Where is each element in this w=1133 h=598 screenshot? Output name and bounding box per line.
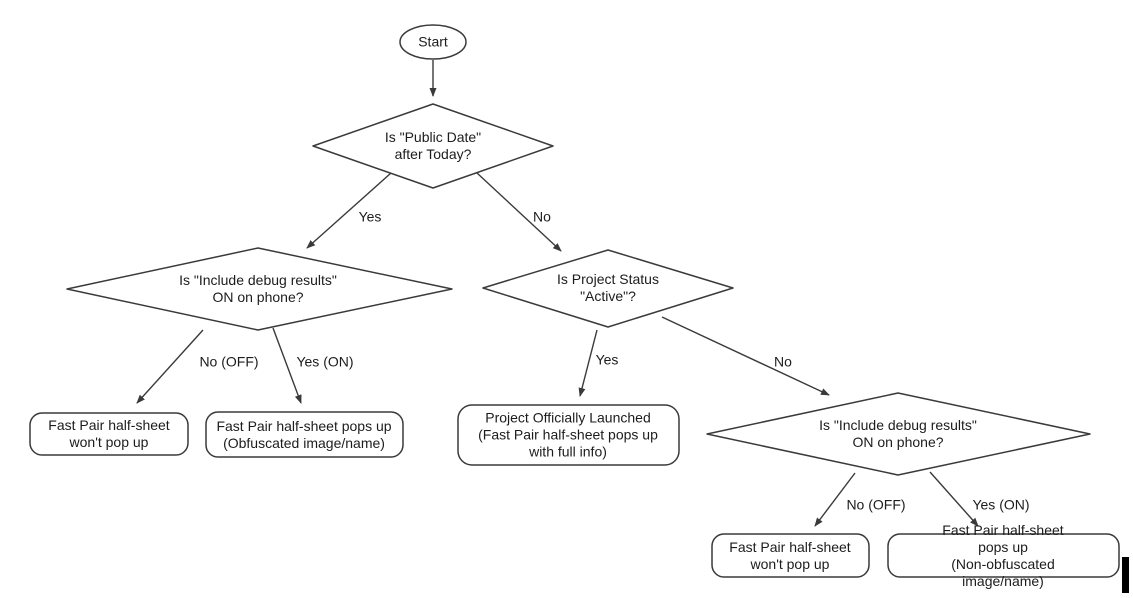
debug-right-decision: Is "Include debug results" ON on phone? xyxy=(819,416,977,450)
no-popup-right-result-shape xyxy=(711,533,870,578)
edge-debug-right-no xyxy=(814,472,856,527)
launched-result-shape xyxy=(457,404,680,466)
edge-debug-left-yes xyxy=(272,327,302,404)
no-popup-left-result-shape xyxy=(29,412,189,456)
edge-project-status-yes xyxy=(578,329,598,397)
project-status-decision-shape xyxy=(482,249,734,328)
non-obfuscated-popup-result-shape xyxy=(887,533,1120,578)
debug-left-decision-shape xyxy=(66,247,453,331)
text-cursor-artifact xyxy=(1122,557,1129,593)
no-popup-right-result: Fast Pair half-sheet won't pop up xyxy=(729,538,851,572)
edge-public-date-no xyxy=(476,172,562,252)
obfuscated-popup-result-shape xyxy=(205,411,404,458)
start-terminator-shape xyxy=(399,24,467,60)
project-status-decision: Is Project Status "Active"? xyxy=(557,270,659,304)
edge-debug-right-yes xyxy=(929,471,979,527)
edge-public-date-yes xyxy=(306,172,392,249)
edge-label-project-status-yes: Yes xyxy=(595,351,619,368)
start-node: Start xyxy=(418,33,448,50)
edge-label-public-date-yes: Yes xyxy=(358,208,382,225)
public-date-decision: Is "Public Date" after Today? xyxy=(384,128,482,162)
non-obfuscated-popup-result: Fast Pair half-sheet pops up (Non-obfusc… xyxy=(942,521,1064,590)
edge-label-project-status-no: No xyxy=(774,353,792,370)
public-date-decision-shape xyxy=(312,103,554,189)
edge-label-debug-left-no: No (OFF) xyxy=(199,353,259,370)
no-popup-left-result: Fast Pair half-sheet won't pop up xyxy=(48,416,170,450)
debug-right-decision-shape xyxy=(706,392,1091,476)
edge-project-status-no xyxy=(661,316,830,396)
obfuscated-popup-result: Fast Pair half-sheet pops up (Obfuscated… xyxy=(216,417,392,451)
edge-label-debug-right-no: No (OFF) xyxy=(846,496,906,513)
launched-result: Project Officially Launched (Fast Pair h… xyxy=(478,409,658,460)
edge-label-debug-right-yes: Yes (ON) xyxy=(972,496,1030,513)
edge-label-public-date-no: No xyxy=(533,208,551,225)
debug-left-decision: Is "Include debug results" ON on phone? xyxy=(179,271,337,305)
edge-debug-left-no xyxy=(136,329,204,404)
edge-label-debug-left-yes: Yes (ON) xyxy=(296,353,354,370)
